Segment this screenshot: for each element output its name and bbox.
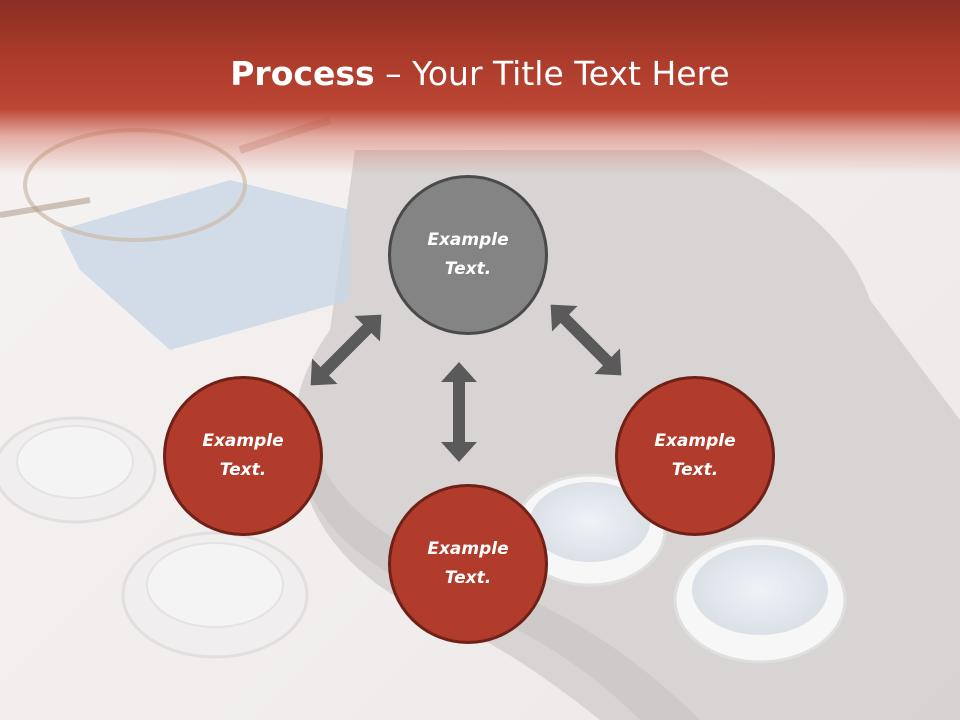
double-arrow-icon xyxy=(310,314,382,386)
title-rest: – Your Title Text Here xyxy=(374,54,730,93)
process-node-left[interactable]: Example Text. xyxy=(163,376,323,536)
title-bar xyxy=(0,0,960,175)
process-node-bottom[interactable]: Example Text. xyxy=(388,484,548,644)
title-bold: Process xyxy=(230,54,375,93)
slide-title: Process – Your Title Text Here xyxy=(0,52,960,96)
process-node-top[interactable]: Example Text. xyxy=(388,175,548,335)
double-arrow-icon xyxy=(550,304,622,376)
double-arrow-icon xyxy=(441,362,477,462)
process-node-right[interactable]: Example Text. xyxy=(615,376,775,536)
